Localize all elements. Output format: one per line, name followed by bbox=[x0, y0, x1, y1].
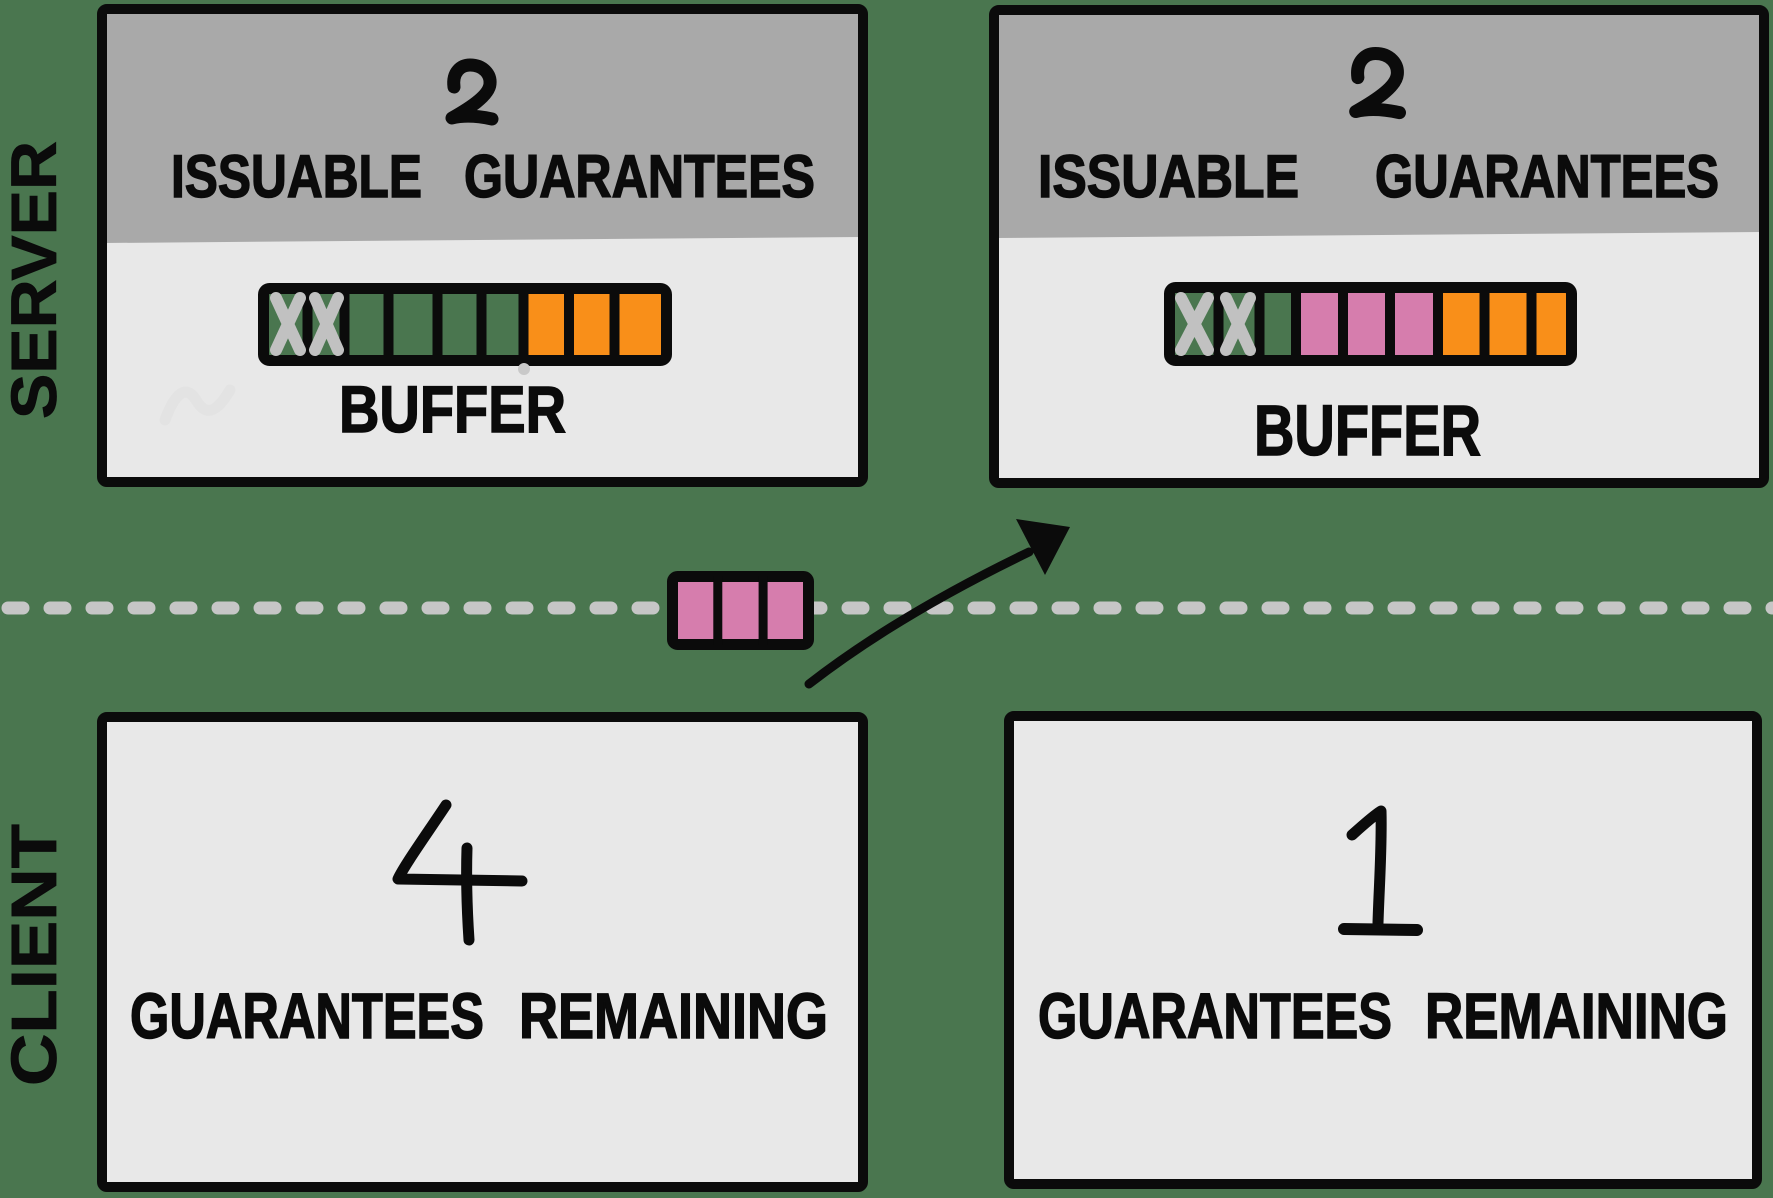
svg-text:SERVER: SERVER bbox=[0, 141, 70, 419]
svg-text:BUFFER: BUFFER bbox=[339, 372, 566, 446]
svg-text:REMAINING: REMAINING bbox=[519, 980, 828, 1052]
svg-text:ISSUABLE: ISSUABLE bbox=[1038, 143, 1299, 210]
svg-text:GUARANTEES: GUARANTEES bbox=[1375, 143, 1719, 210]
svg-text:GUARANTEES: GUARANTEES bbox=[1038, 980, 1392, 1052]
svg-text:REMAINING: REMAINING bbox=[1425, 980, 1728, 1052]
svg-text:GUARANTEES: GUARANTEES bbox=[464, 143, 815, 210]
svg-text:CLIENT: CLIENT bbox=[0, 824, 70, 1086]
svg-text:BUFFER: BUFFER bbox=[1254, 392, 1481, 471]
svg-text:GUARANTEES: GUARANTEES bbox=[130, 980, 484, 1052]
svg-text:ISSUABLE: ISSUABLE bbox=[171, 143, 422, 210]
